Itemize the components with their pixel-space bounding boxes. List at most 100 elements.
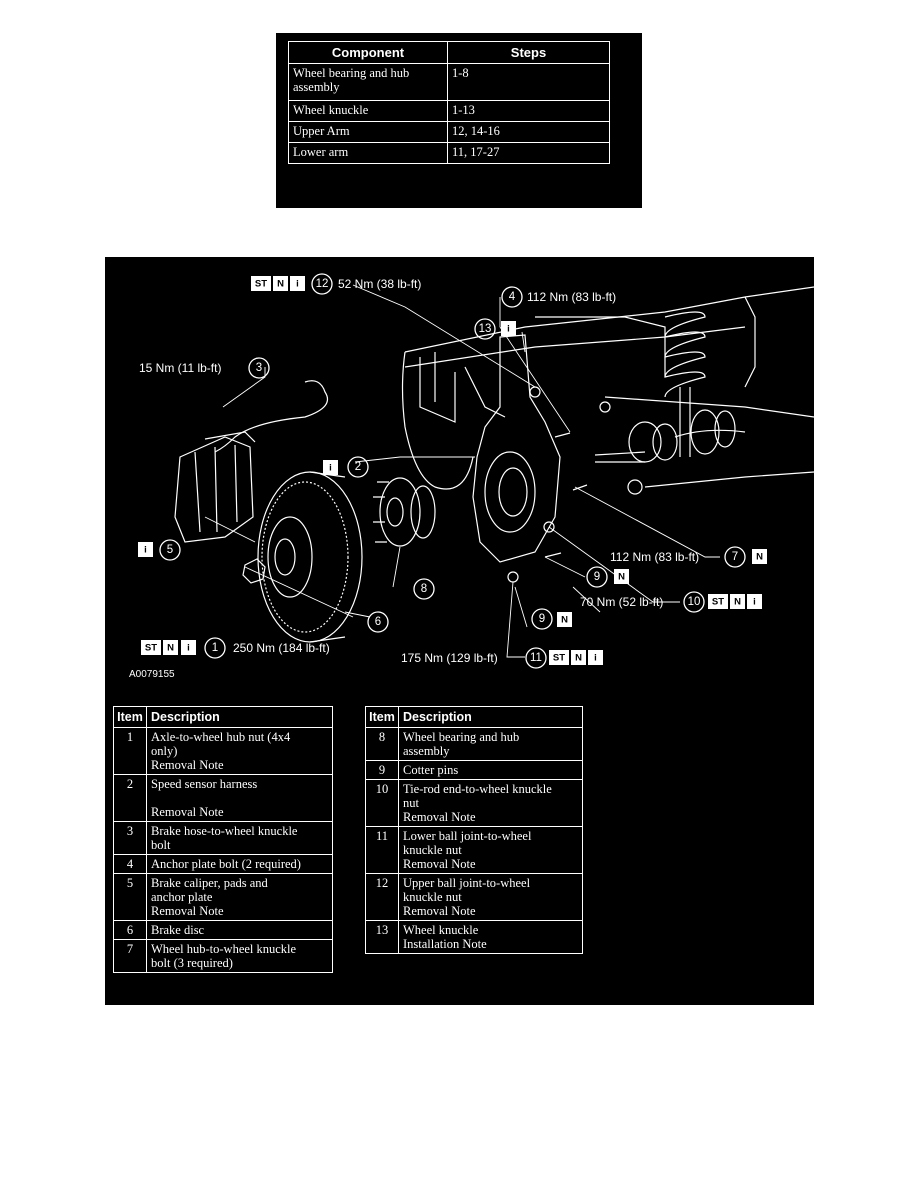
description-line: bolt (3 required) — [151, 956, 233, 970]
column-header-component: Component — [288, 41, 448, 64]
item-description-cell: Brake disc — [146, 920, 333, 940]
description-line: Removal Note — [403, 857, 476, 871]
item-description-cell: Brake hose-to-wheel knuckle bolt — [146, 821, 333, 855]
callout-9: 9 N — [586, 566, 629, 588]
torque-label: 112 Nm (83 lb-ft) — [527, 290, 616, 304]
info-badge: i — [329, 463, 332, 474]
description-line: only) — [151, 744, 178, 758]
table-row: 11 Lower ball joint-to-wheel knuckle nut… — [365, 826, 583, 874]
callout-number: 13 — [479, 323, 492, 335]
component-steps-table: Component Steps Wheel bearing and hub as… — [288, 41, 610, 164]
description-line — [151, 791, 328, 805]
item-description-cell: Speed sensor harness Removal Note — [146, 774, 333, 822]
info-badge: i — [753, 597, 756, 608]
info-badge: i — [144, 545, 147, 556]
description-line: nut — [403, 796, 419, 810]
item-description-cell: Lower ball joint-to-wheel knuckle nut Re… — [398, 826, 583, 874]
callout-number: 11 — [530, 652, 542, 664]
new-part-badge: N — [618, 572, 625, 583]
item-description-cell: Tie-rod end-to-wheel knuckle nut Removal… — [398, 779, 583, 827]
info-badge: i — [296, 279, 299, 290]
info-badge: i — [187, 643, 190, 654]
description-line: Wheel hub-to-wheel knuckle — [151, 942, 297, 956]
table-row: Upper Arm 12, 14-16 — [288, 121, 610, 143]
leader-lines — [204, 284, 720, 658]
front-suspension-exploded-diagram: ST N i 12 52 Nm (38 lb-ft) 4 112 Nm (83 … — [129, 273, 814, 680]
item-number-cell: 10 — [365, 779, 399, 827]
table-row: 4 Anchor plate bolt (2 required) — [113, 854, 333, 874]
callout-1: ST N i 1 250 Nm (184 lb-ft) — [141, 637, 330, 659]
description-line: Wheel knuckle — [403, 923, 479, 937]
table-header-row: Item Description — [365, 706, 583, 728]
steps-cell: 1-8 — [447, 63, 610, 101]
description-line: Brake caliper, pads and — [151, 876, 268, 890]
callout-number: 4 — [509, 291, 516, 303]
callout-13: 13 i — [474, 318, 516, 340]
item-description-table-right: Item Description 8 Wheel bearing and hub… — [365, 706, 583, 954]
description-line: Cotter pins — [403, 763, 459, 777]
description-line: Removal Note — [403, 904, 476, 918]
special-tool-badge: ST — [553, 653, 565, 664]
description-line: Removal Note — [151, 758, 224, 772]
description-line: assembly — [403, 744, 450, 758]
item-description-cell: Wheel hub-to-wheel knuckle bolt (3 requi… — [146, 939, 333, 973]
item-number-cell: 11 — [365, 826, 399, 874]
description-line: Lower ball joint-to-wheel — [403, 829, 532, 843]
figure-id: A0079155 — [129, 669, 175, 680]
item-description-cell: Cotter pins — [398, 760, 583, 780]
callout-number: 1 — [212, 642, 218, 654]
steps-cell: 11, 17-27 — [447, 142, 610, 164]
description-line: Brake hose-to-wheel knuckle — [151, 824, 298, 838]
callout-number: 7 — [732, 551, 738, 563]
item-number-cell: 2 — [113, 774, 147, 822]
callout-8: 8 — [413, 578, 435, 600]
item-number-cell: 5 — [113, 873, 147, 921]
description-line: Axle-to-wheel hub nut (4x4 — [151, 730, 291, 744]
item-number-cell: 7 — [113, 939, 147, 973]
brake-disc-illustration — [257, 471, 363, 643]
description-line: Installation Note — [403, 937, 487, 951]
description-line: Anchor plate bolt (2 required) — [151, 857, 301, 871]
description-line: Wheel bearing and hub — [403, 730, 520, 744]
column-header-description: Description — [146, 706, 333, 728]
new-part-badge: N — [561, 615, 568, 626]
description-line: Upper ball joint-to-wheel — [403, 876, 531, 890]
speed-sensor-harness-illustration — [401, 351, 474, 490]
component-cell: Upper Arm — [288, 121, 448, 143]
callout-5: i 5 — [138, 539, 181, 561]
table-row: Lower arm 11, 17-27 — [288, 142, 610, 164]
callout-number: 9 — [539, 613, 545, 625]
column-header-item: Item — [365, 706, 399, 728]
item-description-cell: Axle-to-wheel hub nut (4x4 only) Removal… — [146, 727, 333, 775]
steps-cell: 12, 14-16 — [447, 121, 610, 143]
component-cell: Wheel bearing and hub assembly — [288, 63, 448, 101]
item-description-cell: Brake caliper, pads and anchor plate Rem… — [146, 873, 333, 921]
column-header-description: Description — [398, 706, 583, 728]
table-header-row: Item Description — [113, 706, 333, 728]
steps-cell: 1-13 — [447, 100, 610, 122]
callout-number: 2 — [355, 461, 361, 473]
description-line: Removal Note — [151, 805, 224, 819]
bolt-illustration — [544, 432, 588, 558]
table-row: 10 Tie-rod end-to-wheel knuckle nut Remo… — [365, 779, 583, 827]
brake-caliper-illustration — [174, 431, 256, 543]
table-header-row: Component Steps — [288, 41, 610, 64]
description-line: knuckle nut — [403, 843, 462, 857]
component-steps-panel: Component Steps Wheel bearing and hub as… — [276, 33, 642, 208]
item-description-cell: Wheel knuckle Installation Note — [398, 920, 583, 954]
torque-label: 250 Nm (184 lb-ft) — [233, 641, 330, 655]
callout-number: 3 — [256, 362, 262, 374]
torque-label: 70 Nm (52 lb-ft) — [580, 595, 663, 609]
new-part-badge: N — [277, 279, 284, 290]
description-line: Speed sensor harness — [151, 777, 258, 791]
table-row: Wheel knuckle 1-13 — [288, 100, 610, 122]
item-description-table-left: Item Description 1 Axle-to-wheel hub nut… — [113, 706, 333, 973]
description-line: Tie-rod end-to-wheel knuckle — [403, 782, 552, 796]
callout-11: 175 Nm (129 lb-ft) 11 ST N i — [401, 647, 603, 669]
table-row: 12 Upper ball joint-to-wheel knuckle nut… — [365, 873, 583, 921]
table-row: 8 Wheel bearing and hub assembly — [365, 727, 583, 761]
new-part-badge: N — [575, 653, 582, 664]
callout-2: i 2 — [323, 456, 369, 478]
new-part-badge: N — [756, 552, 763, 563]
table-row: Wheel bearing and hub assembly 1-8 — [288, 63, 610, 101]
